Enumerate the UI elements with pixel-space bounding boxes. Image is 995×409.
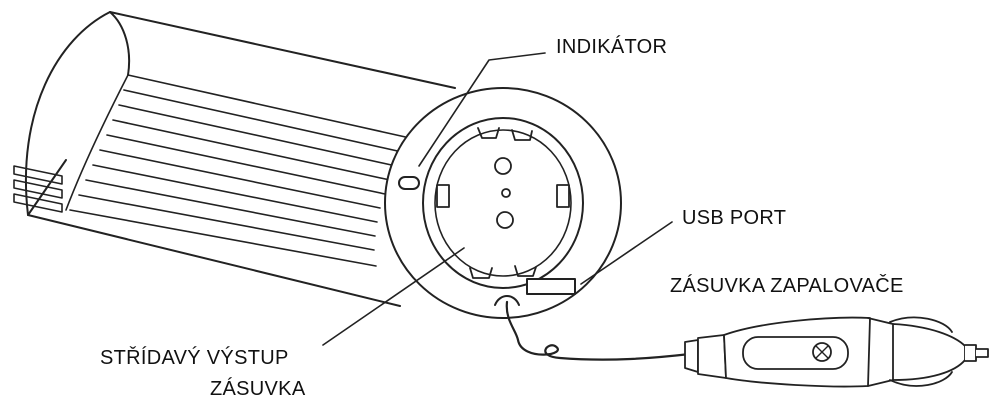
side-vents [13, 165, 63, 213]
front-face [384, 87, 622, 319]
ac-output-leader [322, 247, 465, 346]
leader-lines [322, 52, 673, 346]
ac-socket [436, 127, 570, 279]
usb-port [526, 278, 576, 295]
usb-port-label: USB PORT [682, 207, 787, 229]
ac-output-label-line1: STŘÍDAVÝ VÝSTUP [100, 347, 289, 369]
power-cable [505, 300, 692, 361]
indicator-lamp [398, 176, 420, 190]
ac-output-label-line2: ZÁSUVKA [210, 378, 306, 400]
lighter-socket-label: ZÁSUVKA ZAPALOVAČE [670, 275, 904, 297]
cooling-ribs [65, 74, 411, 267]
lighter-plug [684, 316, 989, 388]
indicator-leader [418, 52, 546, 167]
inverter-body [24, 11, 456, 307]
usb-leader [580, 221, 673, 285]
cable-notch [494, 295, 520, 306]
indicator-label: INDIKÁTOR [556, 36, 668, 58]
